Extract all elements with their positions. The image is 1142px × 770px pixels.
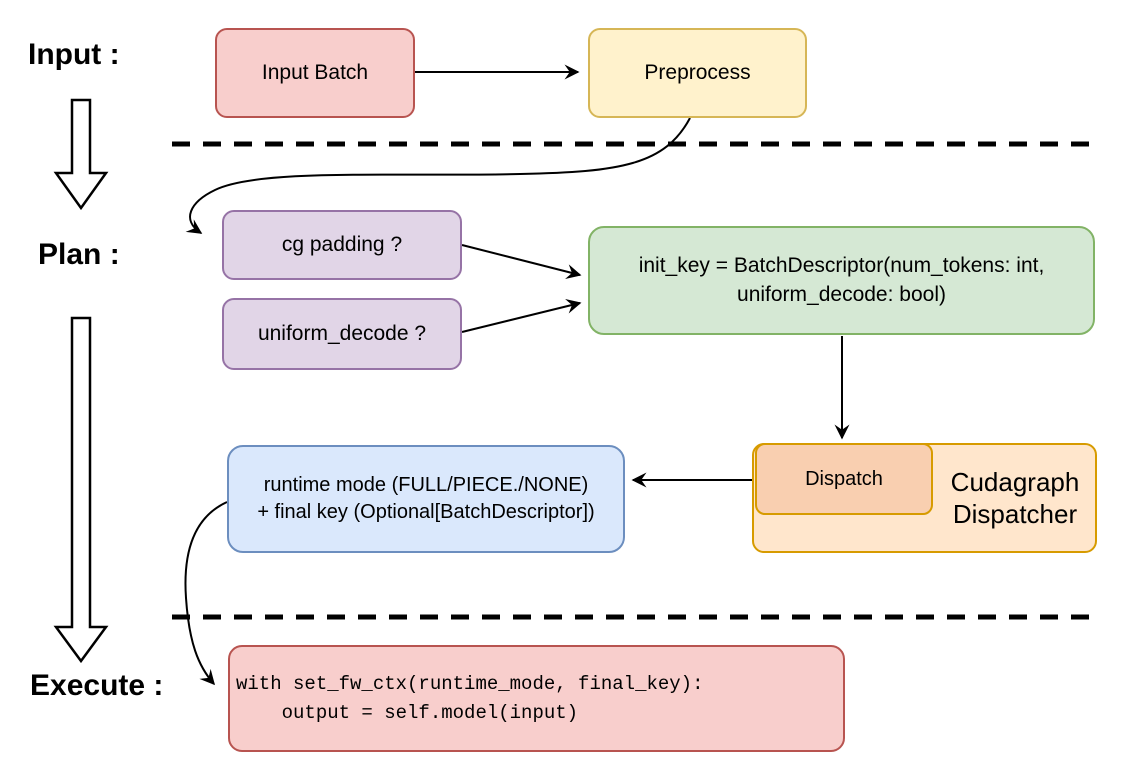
- cudagraph-dispatcher-line1: Cudagraph: [950, 466, 1080, 497]
- runtime-mode-line1: runtime mode (FULL/PIECE./NONE): [263, 474, 589, 496]
- arrow-preprocess-to-cgpadding: [185, 117, 691, 234]
- stage-label-execute: Execute :: [30, 669, 164, 702]
- arrow-cgpadding-to-initkey: [461, 244, 582, 279]
- arrow-runtime-to-code: [184, 501, 228, 686]
- execute-code-line2: output = self.model(input): [236, 701, 579, 724]
- execute-code-node: with set_fw_ctx(runtime_mode, final_key)…: [228, 645, 845, 752]
- down-arrow-icon-input-to-plan: [53, 98, 109, 211]
- dispatch-label: Dispatch: [805, 467, 883, 490]
- input-batch-label: Input Batch: [261, 60, 369, 84]
- uniform-decode-label: uniform_decode ?: [257, 321, 427, 345]
- uniform-decode-node: uniform_decode ?: [222, 298, 462, 370]
- runtime-mode-line2: + final key (Optional[BatchDescriptor]): [257, 501, 595, 523]
- input-batch-node: Input Batch: [215, 28, 415, 118]
- down-arrow-icon-plan-to-execute: [53, 316, 109, 664]
- preprocess-node: Preprocess: [588, 28, 807, 118]
- init-key-line2: uniform_decode: bool): [737, 282, 946, 306]
- preprocess-label: Preprocess: [644, 60, 751, 84]
- stage-label-input: Input :: [28, 38, 120, 71]
- init-key-node: init_key = BatchDescriptor(num_tokens: i…: [588, 226, 1095, 335]
- execute-code-line1: with set_fw_ctx(runtime_mode, final_key)…: [236, 673, 704, 695]
- cudagraph-dispatcher-line2: Dispatcher: [952, 499, 1078, 529]
- runtime-mode-node: runtime mode (FULL/PIECE./NONE) + final …: [227, 445, 625, 553]
- init-key-line1: init_key = BatchDescriptor(num_tokens: i…: [638, 254, 1045, 278]
- arrow-uniformdecode-to-initkey: [461, 298, 582, 333]
- cg-padding-node: cg padding ?: [222, 210, 462, 280]
- cudagraph-dispatcher-label: Cudagraph Dispatcher: [933, 443, 1097, 553]
- stage-label-plan: Plan :: [38, 238, 120, 271]
- cg-padding-label: cg padding ?: [281, 232, 403, 256]
- dispatch-node: Dispatch: [755, 443, 933, 515]
